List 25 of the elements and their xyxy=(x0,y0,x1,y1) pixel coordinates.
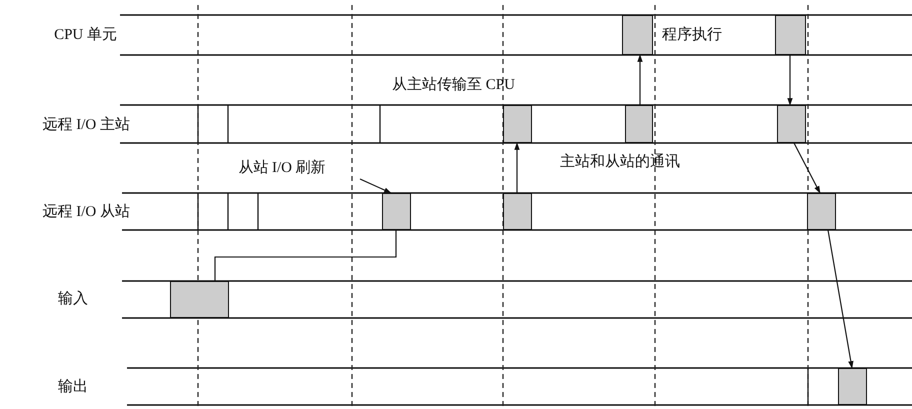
timing-block xyxy=(503,105,532,143)
arrow xyxy=(827,230,854,369)
timing-block xyxy=(503,193,532,230)
timing-block xyxy=(775,15,806,55)
timing-block xyxy=(170,281,229,318)
timing-block xyxy=(838,368,867,405)
annotation-text: 从站 I/O 刷新 xyxy=(212,157,352,179)
lane-label: 远程 I/O 从站 xyxy=(42,202,130,222)
lane-label: 远程 I/O 主站 xyxy=(42,115,130,135)
arrow xyxy=(637,54,643,105)
annotation-text: 程序执行 xyxy=(662,25,722,45)
timing-block xyxy=(777,105,806,143)
lane-label: CPU 单元 xyxy=(54,26,117,45)
annotation-text: 从主站传输至 CPU xyxy=(392,75,515,95)
leader-line xyxy=(360,178,392,194)
timing-block xyxy=(625,105,653,143)
arrow xyxy=(514,142,520,193)
timing-block xyxy=(807,193,836,230)
arrow xyxy=(787,55,793,106)
timing-block xyxy=(622,15,653,55)
timing-block xyxy=(382,193,411,230)
lane-label: 输入 xyxy=(58,290,88,309)
arrow xyxy=(794,142,820,194)
lane-label: 输出 xyxy=(58,378,88,397)
annotation-text: 主站和从站的通讯 xyxy=(560,152,680,172)
